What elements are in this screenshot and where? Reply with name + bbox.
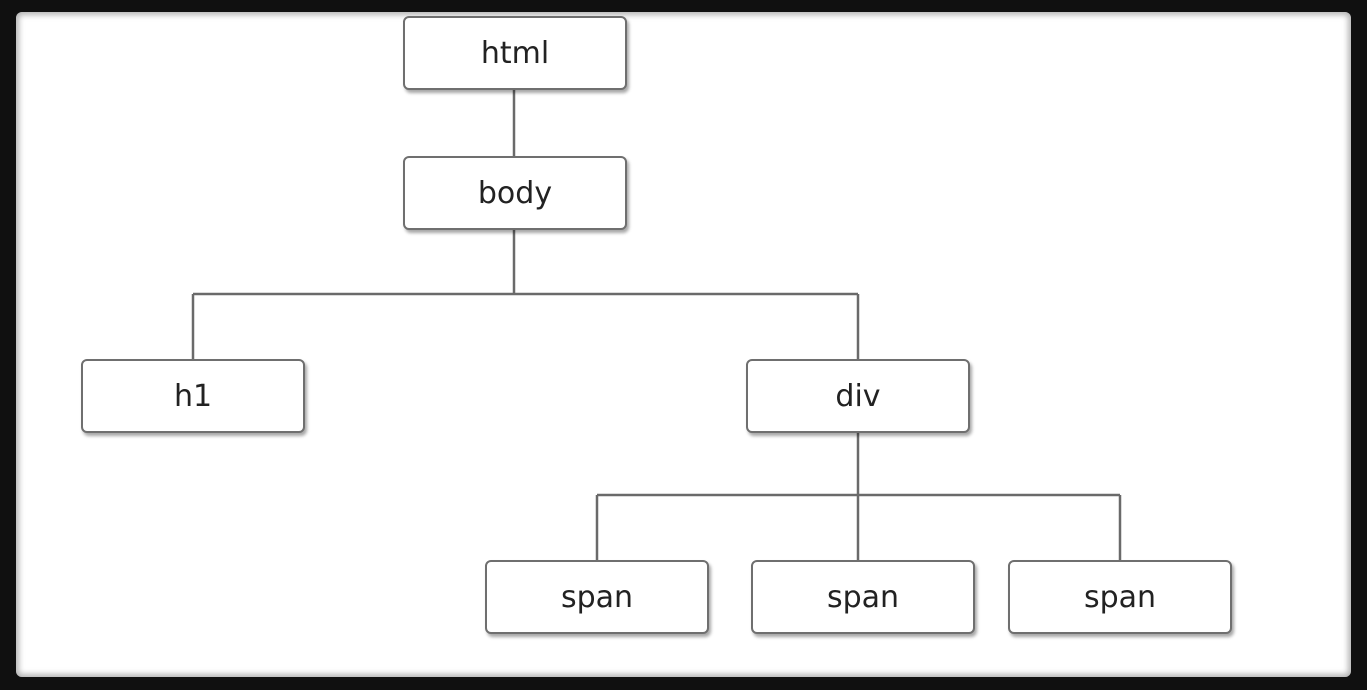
node-span-3: span: [1008, 560, 1232, 634]
node-span-1: span: [485, 560, 709, 634]
node-html: html: [403, 16, 627, 90]
node-h1: h1: [81, 359, 305, 433]
node-div: div: [746, 359, 970, 433]
node-body: body: [403, 156, 627, 230]
node-span-2: span: [751, 560, 975, 634]
